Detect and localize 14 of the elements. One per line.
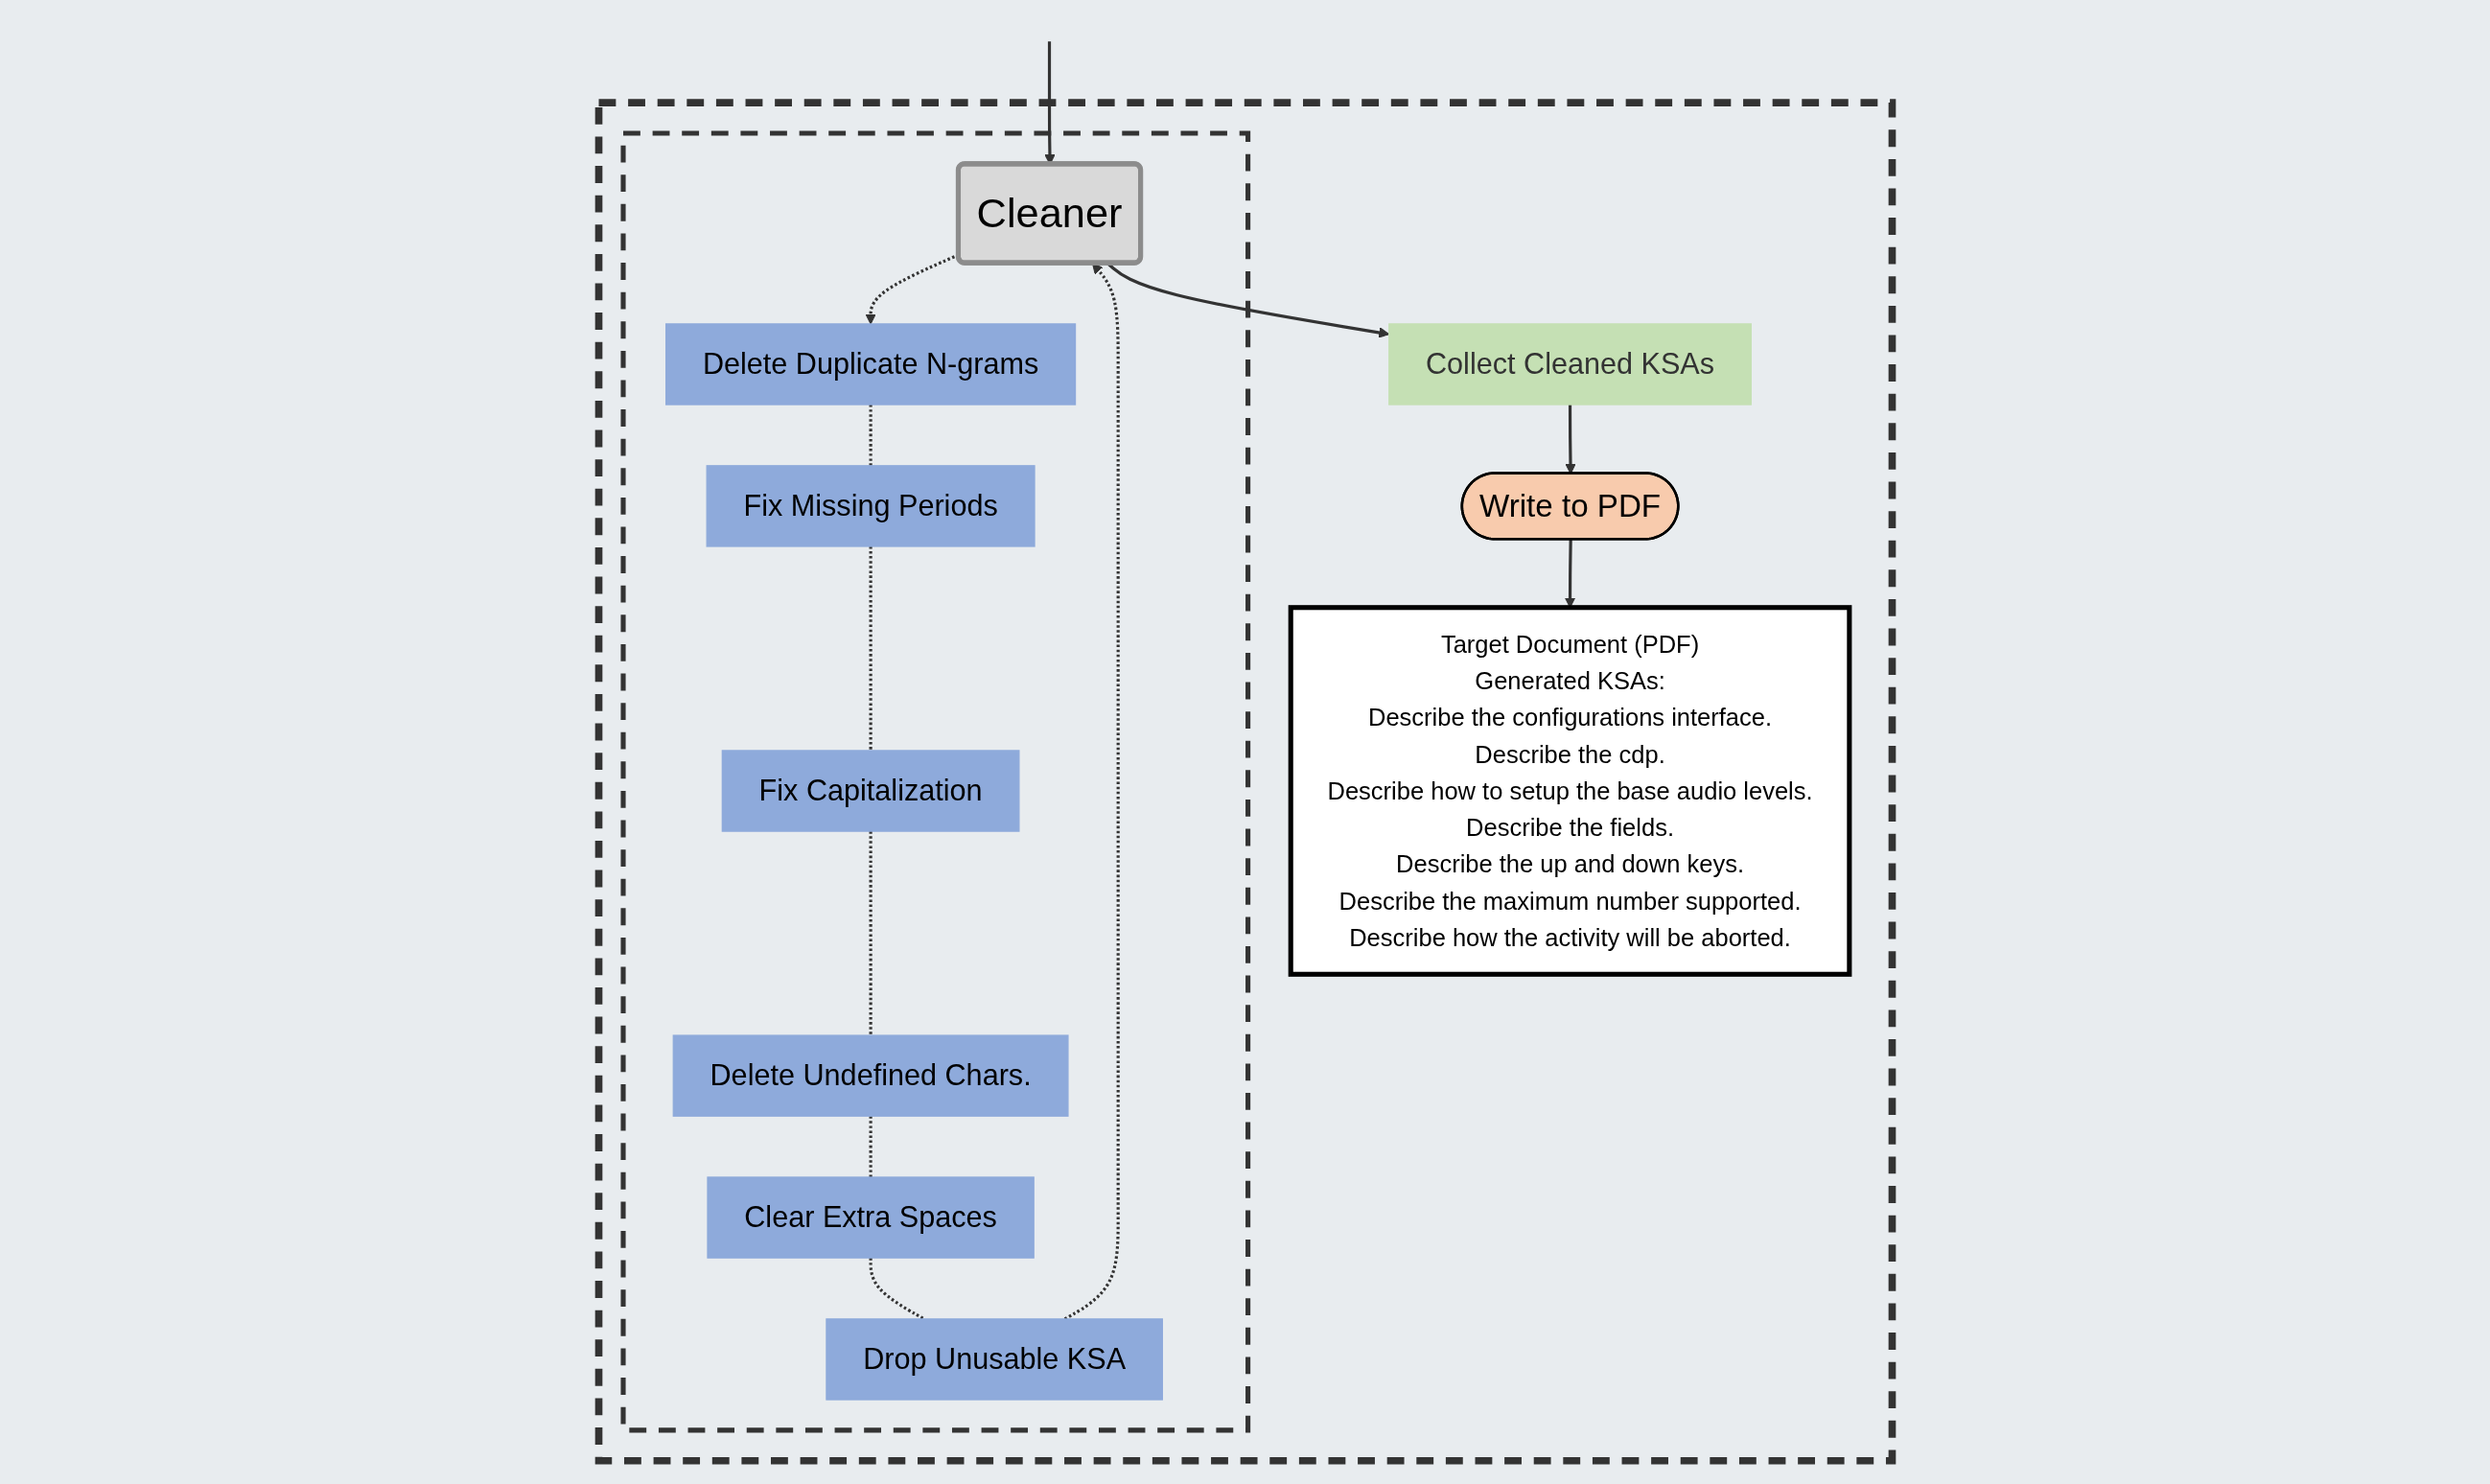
connector [869, 405, 873, 466]
node-box: Fix Missing Periods [706, 465, 1036, 547]
connector [869, 1116, 873, 1177]
node-box: Fix Capitalization [721, 750, 1019, 832]
node-box: Collect Cleaned KSAs [1387, 323, 1752, 406]
cluster [619, 130, 1250, 1433]
node-box: Target Document (PDF) Generated KSAs: Describe the configurations interface. Describe the cdp. Describe how to setup the base audio levels. Describe the fields. Describe the up and down keys. Describe the maximum number supported. Describe how the activity will be aborted. [1288, 605, 1851, 977]
cluster [594, 99, 1896, 1465]
node-box: Delete Undefined Chars. [672, 1034, 1069, 1117]
node-box: Delete Duplicate N-grams [664, 323, 1076, 406]
connector [869, 831, 873, 1036]
node-box: Clear Extra Spaces [706, 1176, 1035, 1259]
node-box: Drop Unusable KSA [825, 1318, 1163, 1401]
connector [869, 545, 873, 751]
